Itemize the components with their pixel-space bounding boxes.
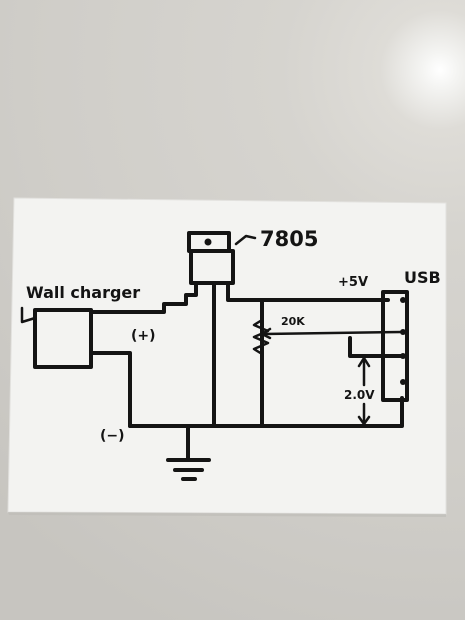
wiper-arrow: [260, 327, 272, 340]
wire-wiper: [262, 330, 404, 336]
usb-pin-3: [400, 353, 406, 359]
wall-charger-box: [33, 308, 93, 369]
plus-terminal-label: (+): [131, 328, 156, 344]
wire-regulator-out: [226, 281, 390, 302]
wall-charger-pointer: [20, 306, 37, 324]
data-voltage-label: 2.0V: [344, 388, 375, 402]
regulator-hole: [204, 238, 212, 246]
usb-pin-2: [400, 329, 406, 335]
resistor-label: 20K: [281, 315, 305, 328]
potentiometer-zigzag: [252, 318, 270, 356]
measure-arrow-down: [357, 415, 371, 426]
minus-terminal-label: (−): [100, 428, 125, 444]
wire-positive-in: [89, 281, 198, 314]
connector-label: USB: [404, 268, 441, 287]
paper-shadow: [8, 512, 446, 517]
source-label: Wall charger: [26, 283, 140, 302]
usb-connector: [381, 290, 409, 402]
regulator-label: 7805: [260, 227, 318, 251]
wire-ground-bus: [128, 396, 404, 428]
supply-voltage-label: +5V: [338, 275, 368, 290]
wire-negative: [89, 351, 132, 428]
measure-arrow-up: [357, 356, 371, 368]
usb-pin-4: [400, 379, 406, 385]
usb-pin-1: [400, 297, 406, 303]
regulator-pointer: [234, 234, 257, 246]
